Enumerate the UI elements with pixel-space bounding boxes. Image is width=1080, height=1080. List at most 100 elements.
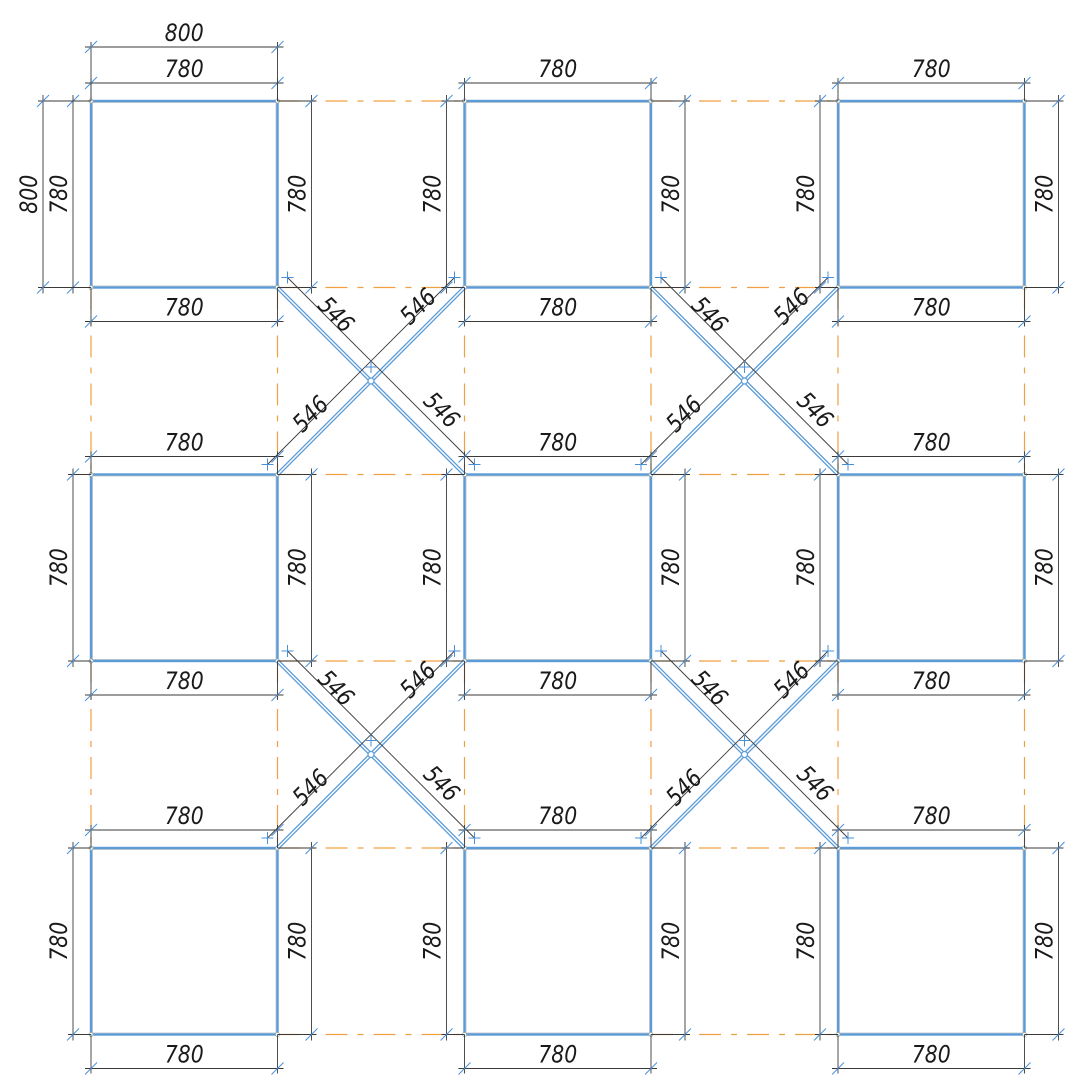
dimension-tick	[458, 1062, 471, 1075]
panel-inner-edge	[465, 849, 650, 1034]
dimension-label: 780	[165, 667, 204, 695]
vertical-dimension: 780	[1024, 841, 1065, 1041]
horizontal-dimension: 780	[831, 661, 1031, 702]
diagonal-dimension-line	[640, 650, 829, 839]
diagonal-dimension-line	[267, 650, 455, 839]
diagonal-dimension-line	[287, 650, 475, 839]
dimension-label: 546	[395, 283, 442, 330]
vertical-dimension: 780	[792, 841, 838, 1041]
dimension-label: 780	[657, 922, 685, 961]
dimension-tick	[458, 823, 471, 837]
panel-square	[88, 98, 280, 290]
dimension-tick	[644, 315, 658, 328]
panel-outline	[836, 846, 1026, 1036]
panel-outline	[836, 473, 1026, 663]
dimension-tick	[1018, 688, 1031, 702]
brace-node	[367, 750, 375, 759]
dimension-tick	[1018, 76, 1031, 90]
dimension-label: 780	[419, 922, 447, 961]
dimension-label: 780	[538, 802, 577, 830]
vertical-dimension: 780	[277, 841, 318, 1041]
dimension-tick	[36, 281, 50, 294]
diagonal-dimension-line	[287, 277, 475, 465]
brace-node	[740, 377, 749, 385]
panel-square	[462, 472, 654, 664]
dimension-tick	[271, 315, 284, 328]
dimension-label: 546	[768, 657, 815, 704]
dimension-label: 780	[912, 667, 951, 695]
panel-inner-edge	[839, 849, 1024, 1034]
dimension-label: 780	[284, 548, 312, 587]
dimension-label: 546	[661, 391, 708, 438]
vertical-dimension: 780	[45, 841, 91, 1041]
dimension-tick	[813, 468, 827, 481]
vertical-dimension: 780	[419, 94, 465, 294]
horizontal-dimension: 780	[84, 802, 284, 848]
dimension-tick	[813, 94, 827, 108]
dimension-tick	[1018, 315, 1031, 328]
dimension-tick	[458, 76, 471, 90]
dimension-tick	[440, 94, 453, 108]
dimension-label: 800	[15, 175, 43, 214]
vertical-dimension: 780	[419, 841, 465, 1041]
dimension-tick	[678, 654, 692, 668]
dimension-tick	[678, 468, 692, 481]
dimension-tick	[1052, 1028, 1065, 1041]
dimension-tick	[458, 450, 471, 463]
dimension-tick	[458, 688, 471, 702]
vertical-dimension: 780	[277, 468, 318, 668]
dimension-label: 780	[657, 548, 685, 587]
horizontal-dimension: 780	[831, 429, 1031, 475]
dimension-label: 780	[792, 548, 820, 587]
horizontal-dimension: 780	[831, 287, 1031, 328]
dimension-tick	[813, 1028, 827, 1041]
horizontal-dimension: 800	[84, 19, 284, 101]
horizontal-dimension: 780	[458, 802, 658, 848]
horizontal-dimension: 780	[84, 55, 284, 101]
horizontal-dimension: 780	[458, 429, 658, 475]
dimension-tick	[678, 841, 692, 855]
dimension-tick	[1018, 823, 1031, 837]
horizontal-dimension: 780	[84, 661, 284, 702]
horizontal-dimension: 780	[458, 287, 658, 328]
dimension-label: 780	[538, 1041, 577, 1069]
panel-square	[462, 98, 654, 290]
dimension-label: 780	[792, 922, 820, 961]
dimension-tick	[66, 841, 80, 855]
dimension-label: 780	[165, 802, 204, 830]
panel-outline	[836, 99, 1026, 289]
dimension-tick	[458, 315, 471, 328]
panels	[88, 98, 1027, 1037]
dimension-tick	[84, 450, 98, 463]
dimension-tick	[84, 688, 98, 702]
dimension-tick	[831, 823, 845, 837]
dimension-tick	[831, 450, 845, 463]
dimension-tick	[66, 468, 80, 481]
dimension-tick	[84, 823, 98, 837]
dimension-tick	[1052, 841, 1065, 855]
dimension-tick	[440, 1028, 453, 1041]
dimension-label: 780	[165, 55, 204, 83]
panel-inner-edge	[839, 475, 1024, 660]
dimension-label: 780	[45, 922, 73, 961]
dimension-tick	[1018, 450, 1031, 463]
dimension-label: 546	[791, 387, 838, 434]
dimension-tick	[440, 654, 453, 668]
dimension-tick	[831, 1062, 845, 1075]
dimension-label: 780	[912, 294, 951, 322]
dimension-tick	[84, 315, 98, 328]
vertical-dimension: 780	[45, 468, 91, 668]
dimension-tick	[84, 40, 98, 54]
dimension-tick	[644, 688, 658, 702]
dimension-label: 780	[419, 548, 447, 587]
dimension-tick	[813, 281, 827, 294]
vertical-dimension: 780	[419, 468, 465, 668]
dimension-label: 780	[912, 429, 951, 457]
dimension-tick	[831, 315, 845, 328]
panel-outline	[463, 473, 653, 663]
